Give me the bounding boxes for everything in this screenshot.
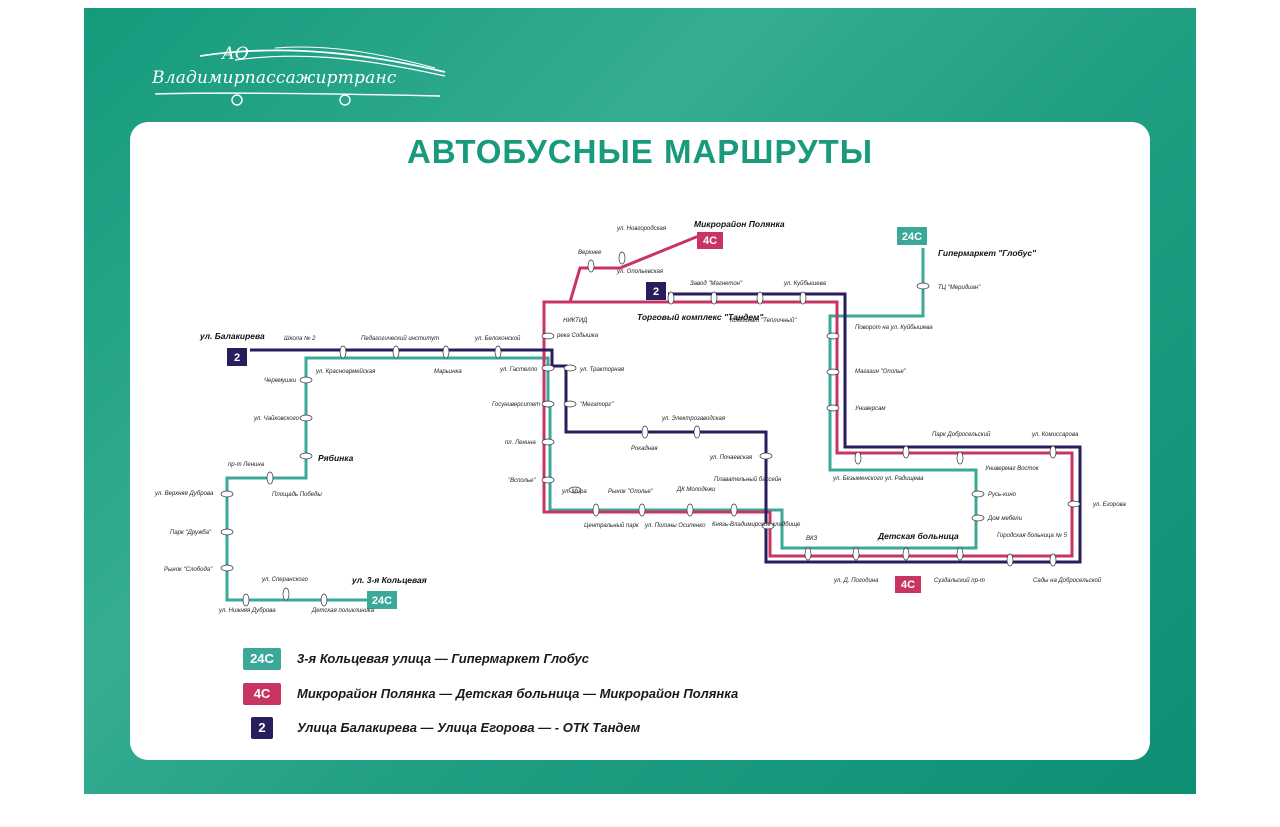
svg-text:Центральный парк: Центральный парк (584, 522, 640, 529)
svg-text:ул. Верхняя Дуброва: ул. Верхняя Дуброва (154, 491, 214, 497)
svg-text:ул. Белоконской: ул. Белоконской (474, 335, 521, 342)
svg-text:ул. Полины Осипенко: ул. Полины Осипенко (644, 523, 706, 529)
terminal-tandem: Торговый комплекс "Тандем" (637, 312, 764, 322)
svg-text:ДК Молодежи: ДК Молодежи (676, 487, 716, 493)
route-4c-line (542, 231, 1074, 558)
svg-text:Универсам: Универсам (854, 406, 886, 412)
legend-text-4c: Микрорайон Полянка — Детская больница — … (297, 686, 739, 701)
svg-text:ВКЗ: ВКЗ (806, 536, 818, 542)
svg-text:ул. Мира: ул. Мира (561, 489, 587, 495)
legend-badge-24c: 24С (243, 648, 281, 670)
svg-text:2: 2 (234, 352, 240, 364)
svg-text:Парк "Дружба": Парк "Дружба" (170, 530, 212, 536)
svg-text:"Мегаторг": "Мегаторг" (580, 402, 614, 408)
legend-row-2: 2 Улица Балакирева — Улица Егорова — - О… (243, 717, 943, 739)
svg-text:24С: 24С (902, 231, 922, 243)
terminal-balakireva: ул. Балакирева (199, 331, 265, 341)
svg-text:"Всполье": "Всполье" (508, 478, 537, 484)
svg-text:Госуниверситет: Госуниверситет (492, 402, 540, 408)
badge-4c-detskaya: 4С (895, 576, 921, 593)
svg-text:Поворот на ул. Куйбышева: Поворот на ул. Куйбышева (855, 324, 933, 331)
svg-text:4С: 4С (703, 235, 717, 247)
terminal-detskaya: Детская больница (877, 531, 959, 541)
svg-text:Детская поликлиника: Детская поликлиника (311, 608, 375, 614)
svg-text:река Содышка: река Содышка (556, 333, 599, 339)
svg-text:Князь-Владимирское кладбище: Князь-Владимирское кладбище (712, 522, 801, 528)
logo-prefix: АО (222, 44, 249, 64)
legend-badge-4c: 4С (243, 683, 281, 705)
svg-text:ул. Егорова: ул. Егорова (1092, 502, 1127, 508)
svg-text:Русь-кино: Русь-кино (988, 492, 1017, 498)
svg-text:4С: 4С (901, 579, 915, 591)
badge-2-balakireva: 2 (227, 348, 247, 366)
svg-text:ул. Красноармейская: ул. Красноармейская (315, 368, 376, 375)
svg-text:Площадь Победы: Площадь Победы (272, 492, 322, 498)
svg-text:Парк Добросельский: Парк Добросельский (932, 431, 991, 438)
stop-markers (220, 251, 1081, 607)
badge-2-tandem: 2 (646, 282, 666, 300)
svg-text:Педагогический институт: Педагогический институт (361, 335, 439, 342)
svg-text:ул. Электрозаводская: ул. Электрозаводская (661, 416, 726, 422)
svg-text:Дом мебели: Дом мебели (987, 516, 1023, 522)
svg-text:ул. Новгородская: ул. Новгородская (616, 226, 667, 232)
svg-text:Верхнее: Верхнее (578, 250, 602, 256)
svg-text:2: 2 (653, 286, 659, 298)
svg-text:ул. Комиссарова: ул. Комиссарова (1031, 432, 1079, 438)
svg-text:Плавательный бассейн: Плавательный бассейн (714, 476, 782, 483)
svg-text:ул. Чайковского: ул. Чайковского (253, 415, 300, 422)
svg-text:пр-т Ленина: пр-т Ленина (228, 462, 265, 468)
svg-text:Суздальский пр-т: Суздальский пр-т (934, 577, 985, 584)
svg-text:ул. Почаевская: ул. Почаевская (709, 455, 753, 461)
svg-text:Рокадная: Рокадная (631, 446, 658, 452)
svg-text:Завод "Магнетон": Завод "Магнетон" (690, 281, 743, 287)
legend-badge-2: 2 (251, 717, 273, 739)
svg-text:Сады на Добросельской: Сады на Добросельской (1033, 577, 1102, 584)
page-title: АВТОБУСНЫЕ МАРШРУТЫ (406, 133, 874, 170)
svg-text:Рынок "Слобода": Рынок "Слобода" (164, 567, 213, 573)
svg-text:Черемушки: Черемушки (264, 378, 297, 384)
svg-text:ул. Гастелло: ул. Гастелло (499, 367, 538, 373)
company-logo (145, 38, 455, 110)
logo-name: Владимирпассажиртранс (152, 68, 397, 88)
svg-text:ул. Сперанского: ул. Сперанского (261, 577, 309, 583)
svg-text:ул. Д. Погодина: ул. Д. Погодина (833, 578, 879, 584)
terminal-koltsevaya: ул. 3-я Кольцевая (351, 575, 427, 585)
svg-text:ул. Радищева: ул. Радищева (884, 476, 924, 482)
legend-text-2: Улица Балакирева — Улица Егорова — - ОТК… (297, 720, 641, 735)
badge-4c-polyanka: 4С (697, 232, 723, 249)
svg-text:ул. Куйбышева: ул. Куйбышева (783, 280, 827, 287)
svg-text:ул. Опольевская: ул. Опольевская (616, 269, 664, 275)
svg-text:24С: 24С (372, 595, 392, 607)
svg-text:Городская больница № 5: Городская больница № 5 (997, 532, 1068, 539)
stop-labels: ул. Новгородская Верхнее ул. Опольевская… (154, 226, 1127, 614)
svg-text:Магазин "Ополье": Магазин "Ополье" (855, 369, 907, 375)
terminal-globus: Гипермаркет "Глобус" (938, 248, 1037, 258)
svg-text:ул. Безыменского: ул. Безыменского (832, 476, 884, 482)
legend-row-24c: 24С 3-я Кольцевая улица — Гипермаркет Гл… (243, 648, 943, 670)
svg-text:Рынок "Ополье": Рынок "Ополье" (608, 489, 654, 495)
badge-24c-globus: 24С (897, 227, 927, 245)
svg-text:Комбинат "Тепличный": Комбинат "Тепличный" (730, 317, 797, 324)
svg-text:пл. Ленина: пл. Ленина (505, 440, 536, 446)
route-2-line (250, 292, 1082, 564)
svg-text:ул. Нижняя Дуброва: ул. Нижняя Дуброва (218, 608, 276, 614)
svg-text:НИКТИД: НИКТИД (563, 318, 588, 324)
legend-row-4c: 4С Микрорайон Полянка — Детская больница… (243, 683, 943, 705)
svg-text:ТЦ "Меридиан": ТЦ "Меридиан" (938, 285, 981, 291)
route-24c-line (225, 248, 978, 602)
legend-text-24c: 3-я Кольцевая улица — Гипермаркет Глобус (297, 651, 589, 666)
terminal-ryabinka: Рябинка (318, 453, 354, 463)
terminal-polyanka: Микрорайон Полянка (694, 219, 785, 229)
svg-text:Универмаг Восток: Универмаг Восток (984, 466, 1040, 472)
svg-text:Марьинка: Марьинка (434, 369, 462, 375)
svg-text:ул. Тракторная: ул. Тракторная (579, 367, 625, 373)
map-panel (130, 122, 1150, 760)
svg-text:Школа № 2: Школа № 2 (284, 335, 316, 342)
badge-24c-koltsevaya: 24С (367, 591, 397, 609)
